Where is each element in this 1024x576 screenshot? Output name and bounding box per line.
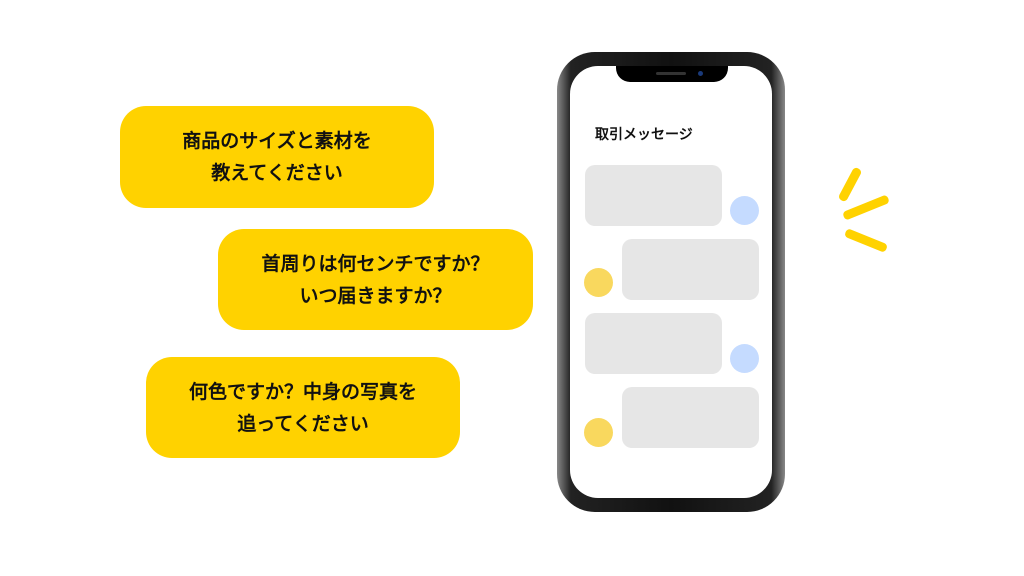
smartphone: 取引メッセージ — [557, 52, 785, 512]
question-line: いつ届きますか？ — [299, 284, 452, 307]
question-bubble-3: 何色ですか？中身の写真を 追ってください — [146, 357, 460, 458]
speaker-icon — [656, 72, 686, 75]
seller-avatar — [730, 344, 759, 373]
question-line: 教えてください — [211, 162, 343, 184]
sparkle-line-icon — [843, 228, 889, 253]
question-line: 何色ですか？中身の写真を — [188, 380, 417, 403]
sparkle-line-icon — [842, 194, 890, 221]
question-bubble-1: 商品のサイズと素材を 教えてください — [120, 106, 434, 208]
sparkle-line-icon — [837, 166, 863, 203]
message-placeholder — [622, 239, 759, 300]
buyer-avatar — [584, 268, 613, 297]
question-line: 追ってください — [237, 412, 369, 435]
phone-screen: 取引メッセージ — [570, 66, 772, 498]
message-placeholder — [622, 387, 759, 448]
phone-notch — [616, 66, 728, 82]
message-placeholder — [585, 313, 722, 374]
screen-title: 取引メッセージ — [595, 127, 693, 143]
question-bubble-2: 首周りは何センチですか？ いつ届きますか？ — [218, 229, 533, 330]
camera-icon — [698, 71, 703, 76]
buyer-avatar — [584, 418, 613, 447]
question-line: 商品のサイズと素材を — [182, 130, 372, 152]
question-line: 首周りは何センチですか？ — [261, 252, 490, 275]
message-placeholder — [585, 165, 722, 226]
seller-avatar — [730, 196, 759, 225]
